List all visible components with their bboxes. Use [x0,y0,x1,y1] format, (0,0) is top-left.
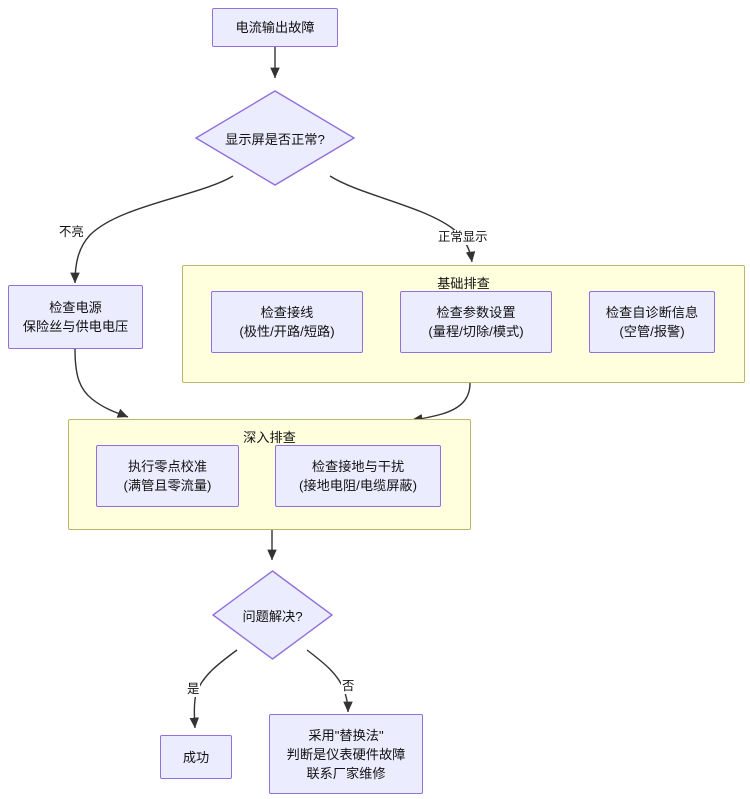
node-zero-calibration-line1: 执行零点校准 [127,459,208,474]
edge-resolved-to-success [189,649,238,729]
diamond-shape [195,90,355,186]
node-check-wiring[interactable]: 检查接线 (极性/开路/短路) [211,291,363,353]
node-check-power[interactable]: 检查电源 保险丝与供电电压 [8,285,143,349]
edge-power-to-advanced [74,348,129,418]
node-check-parameters-line2: (量程/切除/模式) [428,324,524,339]
node-replacement-method[interactable]: 采用"替换法" 判断是仪表硬件故障 联系厂家维修 [269,714,423,794]
subgraph-basic-title: 基础排查 [437,276,490,291]
node-decision-resolved-label: 问题解决? [242,608,303,624]
node-decision-display-normal[interactable]: 显示屏是否正常? [195,90,355,186]
edge-label-yes: 是 [186,682,201,697]
node-decision-problem-resolved[interactable]: 问题解决? [212,570,333,660]
node-decision-display-label: 显示屏是否正常? [225,131,325,147]
node-start-label: 电流输出故障 [235,20,315,35]
node-check-self-diagnosis[interactable]: 检查自诊断信息 (空管/报警) [589,291,715,353]
edge-label-not-lit: 不亮 [58,225,85,240]
node-check-parameters[interactable]: 检查参数设置 (量程/切除/模式) [400,291,552,353]
node-check-self-diagnosis-line1: 检查自诊断信息 [605,305,699,320]
edge-basic-to-advanced [411,382,471,424]
node-start-current-output-fault[interactable]: 电流输出故障 [212,8,338,47]
node-zero-calibration-line2: (满管且零流量) [123,478,212,493]
node-check-parameters-line1: 检查参数设置 [436,305,516,320]
node-replacement-line1: 采用"替换法" [308,727,384,743]
node-replacement-line2: 判断是仪表硬件故障 [286,746,406,762]
node-check-power-line1: 检查电源 [49,300,102,315]
node-check-wiring-line2: (极性/开路/短路) [239,324,335,339]
node-success[interactable]: 成功 [160,735,232,779]
edge-label-normal-display: 正常显示 [437,230,489,245]
subgraph-advanced-title: 深入排查 [243,430,296,445]
edge-display-to-basic [329,175,476,263]
node-check-power-line2: 保险丝与供电电压 [22,319,129,334]
node-check-wiring-line1: 检查接线 [260,305,314,320]
node-replacement-line3: 联系厂家维修 [306,765,386,781]
node-success-label: 成功 [182,749,210,765]
edge-label-no: 否 [341,679,356,694]
node-check-grounding-interference[interactable]: 检查接地与干扰 (接地电阻/电缆屏蔽) [275,445,441,507]
node-zero-calibration[interactable]: 执行零点校准 (满管且零流量) [96,445,239,507]
node-check-self-diagnosis-line2: (空管/报警) [619,324,685,339]
node-check-grounding-line1: 检查接地与干扰 [311,459,405,474]
diamond-shape-resolved [212,570,333,660]
node-check-grounding-line2: (接地电阻/电缆屏蔽) [299,478,417,493]
